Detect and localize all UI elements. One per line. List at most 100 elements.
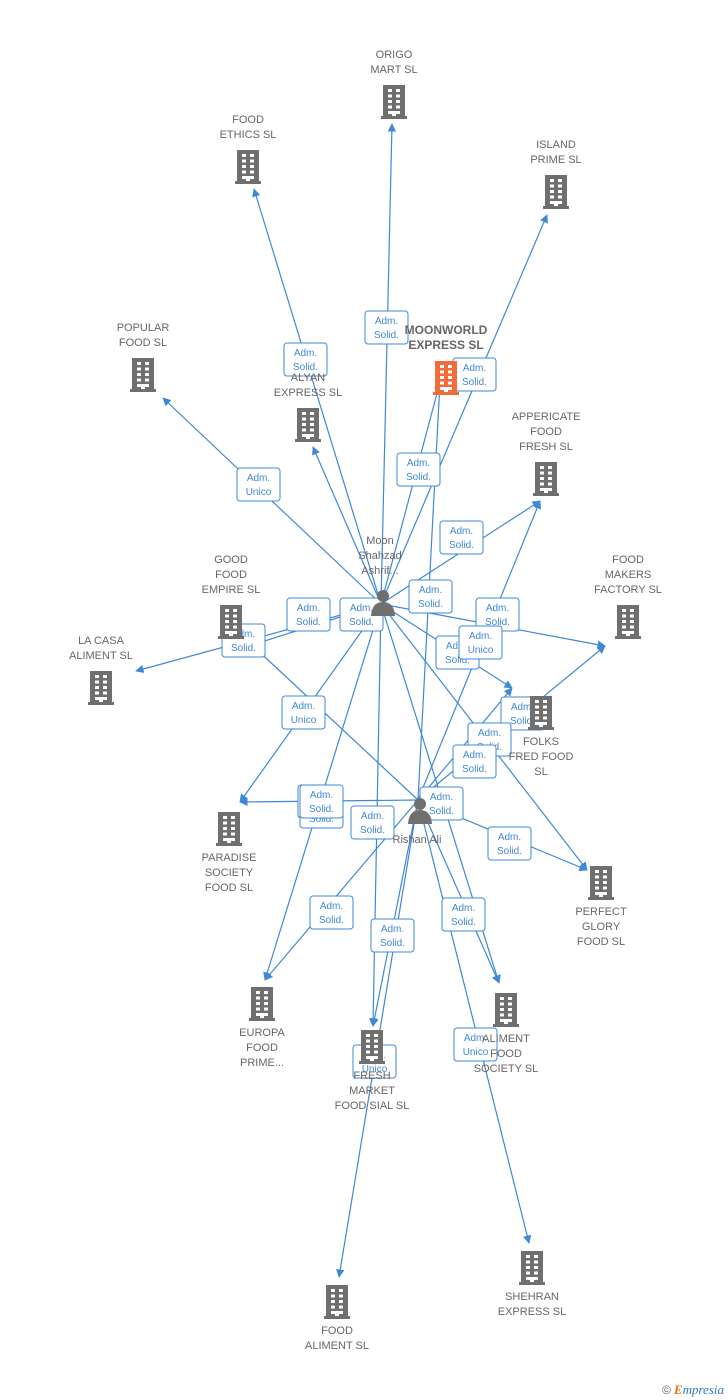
edge-label-text: Adm. (361, 811, 384, 822)
building-icon[interactable] (216, 812, 242, 846)
edge-label-box (487, 826, 532, 861)
building-icon[interactable] (433, 361, 459, 395)
edge-label-rishan-shehran[interactable]: Adm.Unico (453, 1027, 498, 1062)
edge-label-moon-food_makers[interactable]: Adm.Solid. (475, 597, 520, 632)
node-label-line: FOOD (215, 569, 247, 581)
building-icon[interactable] (533, 462, 559, 496)
edge-label-rishan-good_food[interactable]: Adm.Unico (458, 625, 503, 660)
building-icon[interactable] (249, 987, 275, 1021)
edge-label-moon-europa[interactable]: Adm.Solid. (309, 895, 354, 930)
node-label-line: SL (534, 766, 547, 778)
building-icon[interactable] (493, 993, 519, 1027)
person-node-moon[interactable]: MoonShahzadAshrif... (358, 535, 402, 616)
building-icon[interactable] (519, 1251, 545, 1285)
edge-label-rishan-food_makers[interactable]: Adm.Solid. (408, 579, 453, 614)
edge-label-moon-paradise[interactable]: Adm.Unico (281, 695, 326, 730)
edge-label-text: Adm. (446, 641, 469, 652)
edge-label-text: Adm. (463, 750, 486, 761)
edge-rishan-aliment (417, 799, 500, 984)
node-label-line: MART SL (370, 64, 417, 76)
edge-label-moon-origo[interactable]: Adm.Solid. (364, 310, 409, 345)
edge-label-rishan-fresh[interactable]: Adm.Solid. (370, 918, 415, 953)
node-label-line: FRESH (353, 1070, 390, 1082)
node-label-line: PRIME... (240, 1057, 284, 1069)
edge-label-rishan-food_aliment[interactable]: Adm.Solid. (299, 784, 344, 819)
edge-label-text: Solid. (309, 814, 334, 825)
node-label-line: ALIMENT (482, 1033, 530, 1045)
building-icon[interactable] (324, 1285, 350, 1319)
building-icon[interactable] (381, 85, 407, 119)
edge-label-moon-popular[interactable]: Adm.Unico (236, 467, 281, 502)
node-label-line: FOOD (232, 114, 264, 126)
edge-label-rishan-perfect[interactable]: Adm.Solid. (452, 744, 497, 779)
edge-label-rishan-moonworld[interactable]: Adm.Solid. (419, 786, 464, 821)
node-label-line: FOOD SL (205, 882, 253, 894)
edge-label-text: Unico (468, 645, 494, 656)
edge-label-moon-aliment[interactable]: Adm.Solid. (441, 897, 486, 932)
building-icon[interactable] (130, 358, 156, 392)
node-label-line: FRESH SL (519, 441, 573, 453)
edge-label-box (350, 805, 395, 840)
building-icon[interactable] (543, 175, 569, 209)
edge-label-rishan-aliment[interactable]: Adm.Solid. (350, 805, 395, 840)
edge-label-text: Adm. (463, 363, 486, 374)
edge-rishan-folks (417, 687, 513, 801)
building-icon[interactable] (359, 1030, 385, 1064)
building-icon[interactable] (218, 605, 244, 639)
person-icon[interactable] (408, 798, 432, 824)
edge-label-moon-good_food[interactable]: Adm.Solid. (286, 597, 331, 632)
building-icon[interactable] (295, 408, 321, 442)
edge-label-text: Unico (291, 715, 317, 726)
edge-label-moon-appericate[interactable]: Adm.Solid. (439, 520, 484, 555)
edge-label-text: Solid. (319, 915, 344, 926)
edge-label-box (408, 579, 453, 614)
edge-label-box (236, 467, 281, 502)
company-node-europa[interactable]: EUROPAFOODPRIME... (239, 987, 285, 1069)
edge-label-text: Solid. (445, 655, 470, 666)
person-icon[interactable] (371, 590, 395, 616)
person-name-moon: MoonShahzadAshrif... (358, 535, 401, 577)
edge-label-moon-island[interactable]: Adm.Solid. (452, 357, 497, 392)
node-label-line: GLORY (582, 921, 621, 933)
edge-label-moon-perfect[interactable]: Adm.Solid. (487, 826, 532, 861)
building-icon[interactable] (528, 696, 554, 730)
building-icon[interactable] (88, 671, 114, 705)
edge-label-box (441, 897, 486, 932)
edge-label-box (364, 310, 409, 345)
edge-label-box (283, 342, 328, 377)
edge-label-box (286, 597, 331, 632)
building-icon[interactable] (588, 866, 614, 900)
edge-label-moon-food_ethics[interactable]: Adm.Solid. (283, 342, 328, 377)
building-icon[interactable] (615, 605, 641, 639)
node-label-line: FACTORY SL (594, 584, 662, 596)
person-node-rishan[interactable]: Rishan Ali (393, 798, 442, 846)
edge-label-moon-moonworld[interactable]: Adm.Solid. (396, 452, 441, 487)
edge-label-box (370, 918, 415, 953)
building-icon[interactable] (235, 150, 261, 184)
